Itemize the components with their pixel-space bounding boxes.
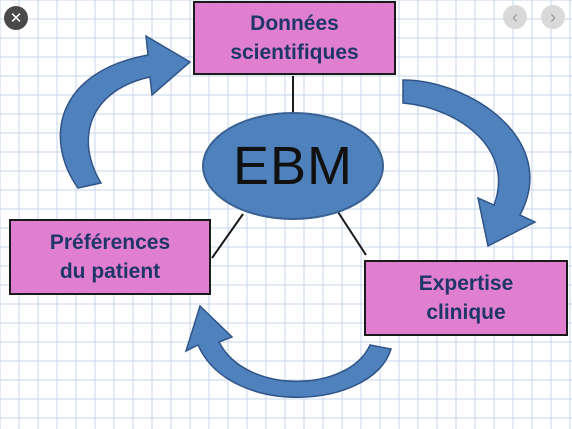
next-button[interactable]: › (541, 5, 565, 29)
ebm-ellipse (202, 112, 384, 220)
node-donnees-scientifiques: Données scientifiques (193, 1, 396, 75)
arrow-top-right (402, 79, 537, 248)
node-expertise-line1: Expertise (418, 272, 514, 295)
arrow-bottom (184, 304, 392, 398)
chevron-right-icon: › (550, 7, 556, 27)
node-preferences-line2: du patient (59, 260, 161, 283)
close-icon: ✕ (9, 9, 23, 27)
arrow-top-left (59, 34, 192, 189)
node-expertise-clinique: Expertise clinique (364, 260, 568, 336)
node-preferences-line1: Préférences (49, 231, 171, 254)
previous-button[interactable]: ‹ (503, 5, 527, 29)
connector-preferences (211, 213, 244, 259)
node-donnees-line2: scientifiques (230, 41, 359, 64)
node-expertise-line2: clinique (426, 301, 506, 324)
chevron-left-icon: ‹ (512, 7, 518, 27)
close-button[interactable]: ✕ (4, 6, 28, 30)
ebm-center-label: EBM (232, 136, 354, 196)
connector-expertise (337, 211, 367, 256)
node-donnees-line1: Données (250, 12, 339, 35)
node-preferences-patient: Préférences du patient (9, 219, 211, 295)
